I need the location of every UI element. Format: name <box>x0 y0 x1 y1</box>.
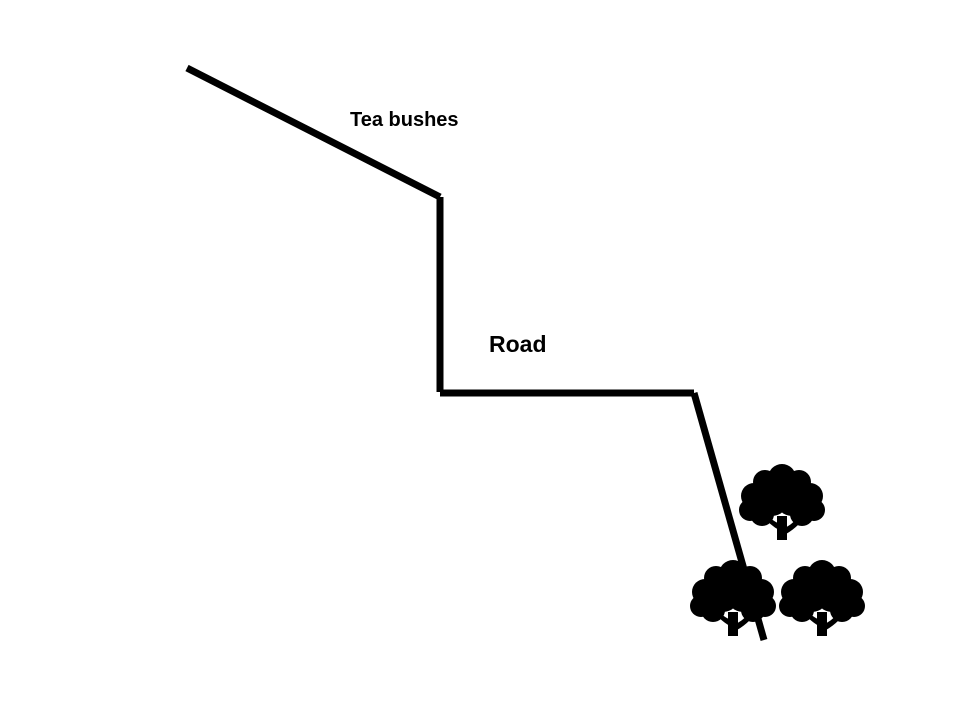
road-label: Road <box>489 331 547 357</box>
upper-slope-line <box>185 64 442 201</box>
tea-bushes-label: Tea bushes <box>350 109 459 131</box>
tree-icon <box>739 464 825 540</box>
tree-icon <box>779 560 865 636</box>
